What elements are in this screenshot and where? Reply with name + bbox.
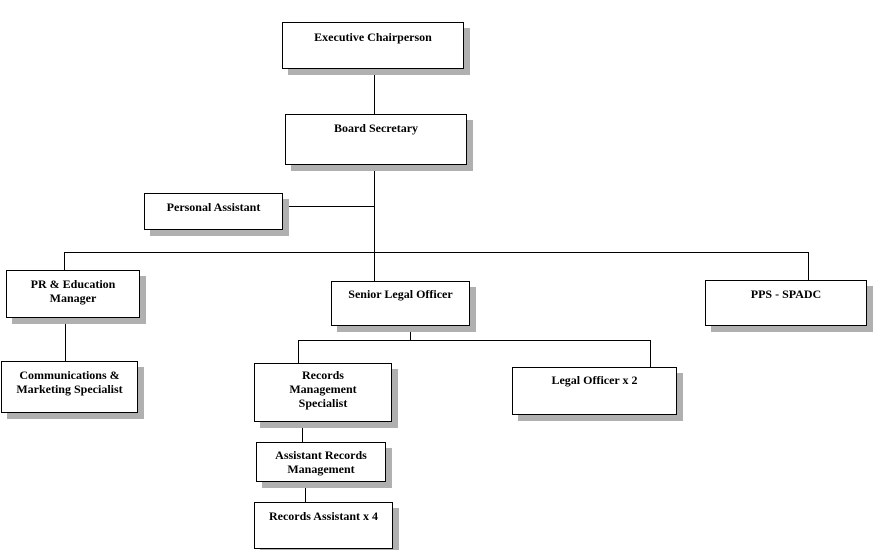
label-pr-education-manager: PR & Education Manager <box>30 277 116 305</box>
box-personal-assistant: Personal Assistant <box>144 193 283 230</box>
box-senior-legal-officer: Senior Legal Officer <box>331 281 470 326</box>
box-records-management-specialist: Records Management Specialist <box>254 363 392 422</box>
connector-pps-drop <box>808 252 809 280</box>
box-records-assistant: Records Assistant x 4 <box>254 502 393 549</box>
label-personal-assistant: Personal Assistant <box>166 200 261 214</box>
box-board-secretary: Board Secretary <box>285 114 467 165</box>
box-communications-marketing-specialist: Communications & Marketing Specialist <box>1 361 138 413</box>
box-assistant-records-management: Assistant Records Management <box>256 442 386 482</box>
connector-specialist-assistant <box>302 421 303 442</box>
connector-legal-horizontal <box>298 340 651 341</box>
connector-legal-officer-drop <box>650 340 651 367</box>
connector-secretary-trunk <box>374 164 375 282</box>
box-pps-spadc: PPS - SPADC <box>705 280 867 326</box>
connector-senior-legal-down <box>410 325 411 341</box>
label-records-management-specialist: Records Management Specialist <box>289 368 357 410</box>
label-records-assistant: Records Assistant x 4 <box>268 509 378 523</box>
label-legal-officer: Legal Officer x 2 <box>551 373 638 387</box>
label-board-secretary: Board Secretary <box>333 121 419 135</box>
box-legal-officer: Legal Officer x 2 <box>512 367 677 415</box>
box-executive-chairperson: Executive Chairperson <box>282 22 464 69</box>
connector-pr-manager-drop <box>64 252 65 271</box>
label-communications-marketing-specialist: Communications & Marketing Specialist <box>16 368 123 396</box>
label-assistant-records-management: Assistant Records Management <box>275 448 367 476</box>
label-executive-chairperson: Executive Chairperson <box>314 30 432 44</box>
connector-branch-horizontal <box>64 252 809 253</box>
connector-chair-secretary <box>374 68 375 114</box>
box-pr-education-manager: PR & Education Manager <box>6 270 140 318</box>
connector-records-specialist-drop <box>298 340 299 363</box>
connector-personal-assistant <box>282 206 375 207</box>
connector-pr-communications <box>65 317 66 361</box>
label-pps-spadc: PPS - SPADC <box>750 287 822 301</box>
connector-assistant-records-assistant <box>305 481 306 502</box>
label-senior-legal-officer: Senior Legal Officer <box>348 287 453 301</box>
